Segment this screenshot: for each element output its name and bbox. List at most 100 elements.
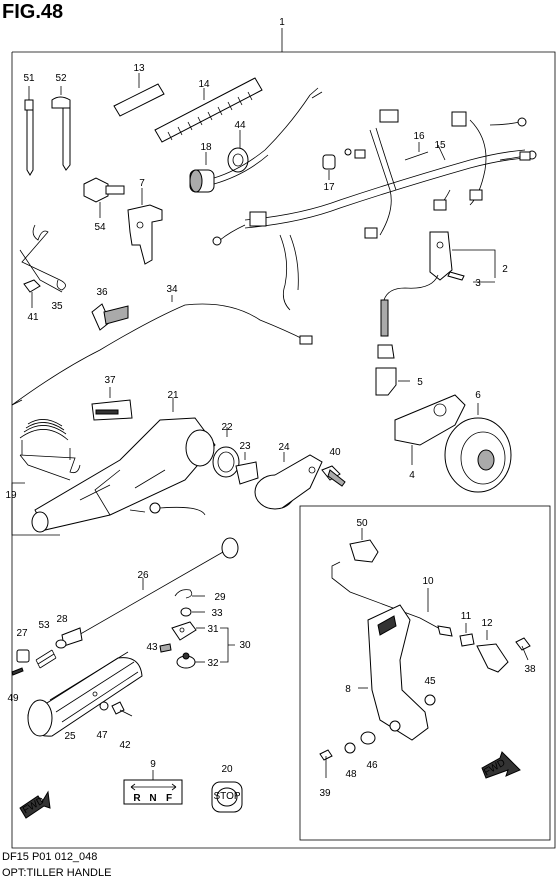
part-39-bolt bbox=[319, 749, 333, 778]
callout-53: 53 bbox=[38, 620, 50, 631]
callout-4: 4 bbox=[409, 470, 415, 481]
part-50-bracket bbox=[331, 528, 453, 637]
arrow-fwd-icon bbox=[19, 790, 51, 819]
callout-10: 10 bbox=[422, 576, 434, 587]
callout-42: 42 bbox=[119, 740, 131, 751]
part-36-screw bbox=[91, 303, 129, 331]
part-28-washer bbox=[55, 639, 67, 649]
part-41-screw bbox=[23, 279, 41, 308]
callout-35: 35 bbox=[51, 301, 63, 312]
part-31-plate bbox=[171, 621, 205, 641]
callout-31: 31 bbox=[207, 624, 219, 635]
callout-14: 14 bbox=[198, 79, 210, 90]
part-6-pulley bbox=[444, 403, 512, 493]
part-44-grommet bbox=[227, 130, 249, 173]
callout-48: 48 bbox=[345, 769, 357, 780]
part-21-tiller-handle bbox=[19, 398, 216, 533]
callout-29: 29 bbox=[214, 592, 226, 603]
part-9-shift-plate bbox=[123, 770, 183, 805]
callout-47: 47 bbox=[96, 730, 108, 741]
part-37-label bbox=[91, 387, 133, 421]
callout-45: 45 bbox=[424, 676, 436, 687]
callout-43: 43 bbox=[146, 642, 158, 653]
callout-39: 39 bbox=[319, 788, 331, 799]
callout-11: 11 bbox=[461, 611, 472, 622]
inset-box bbox=[299, 505, 551, 841]
callout-5: 5 bbox=[417, 377, 423, 388]
part-51-cable-tie bbox=[24, 86, 34, 176]
part-45-washer bbox=[424, 694, 436, 706]
footer-code: DF15 P01 012_048 bbox=[2, 851, 98, 863]
part-43-screw bbox=[159, 643, 172, 653]
part-12-link bbox=[476, 630, 509, 673]
part-33-washer bbox=[180, 607, 205, 617]
callout-17: 17 bbox=[323, 182, 335, 193]
part-35-spring-clip bbox=[19, 224, 66, 293]
part-19-spring bbox=[11, 419, 71, 536]
diagram-frame bbox=[11, 51, 556, 849]
callout-13: 13 bbox=[133, 63, 145, 74]
part-54-bolt bbox=[83, 177, 125, 218]
callout-54: 54 bbox=[94, 222, 106, 233]
callout-51: 51 bbox=[23, 73, 35, 84]
part-18-switch bbox=[189, 87, 323, 193]
callout-1: 1 bbox=[279, 17, 285, 28]
part-53-spring bbox=[35, 649, 57, 669]
callout-46: 46 bbox=[366, 760, 378, 771]
part-32-knob bbox=[176, 627, 235, 669]
part-22-ring bbox=[212, 427, 240, 478]
part-13-sleeve bbox=[113, 73, 165, 117]
callout-33: 33 bbox=[211, 608, 223, 619]
callout-21: 21 bbox=[167, 390, 179, 401]
callout-16: 16 bbox=[413, 131, 425, 142]
callout-37: 37 bbox=[104, 375, 116, 386]
callout-15: 15 bbox=[434, 140, 446, 151]
callout-27: 27 bbox=[16, 628, 28, 639]
part-24-grip-head bbox=[254, 452, 323, 510]
part-34-cable bbox=[11, 295, 313, 406]
callout-44: 44 bbox=[234, 120, 246, 131]
part-2-lever bbox=[380, 231, 496, 337]
callout-8: 8 bbox=[345, 684, 351, 695]
arrow-fwd-icon-inset bbox=[481, 751, 521, 779]
callout-18: 18 bbox=[200, 142, 212, 153]
part-40-bolt bbox=[321, 465, 346, 487]
part-47-washer bbox=[99, 701, 109, 711]
part-49-pin bbox=[11, 667, 24, 676]
footer-title: OPT:TILLER HANDLE bbox=[2, 867, 112, 879]
part-48-washer bbox=[344, 742, 356, 754]
callout-30: 30 bbox=[239, 640, 251, 651]
callout-52: 52 bbox=[55, 73, 67, 84]
part-8-bracket bbox=[358, 604, 429, 741]
callout-6: 6 bbox=[475, 390, 481, 401]
part-52-cable-tie bbox=[51, 86, 71, 171]
figure-title: FIG.48 bbox=[2, 1, 64, 23]
part-27-cap bbox=[16, 649, 30, 663]
part-20-stop-button bbox=[211, 781, 243, 813]
callout-19: 19 bbox=[5, 490, 17, 501]
callout-40: 40 bbox=[329, 447, 341, 458]
part-4-lever bbox=[394, 394, 466, 465]
callout-22: 22 bbox=[221, 422, 233, 433]
stop-marking: STOP bbox=[213, 791, 240, 802]
part-29-clip bbox=[174, 589, 205, 599]
callout-38: 38 bbox=[524, 664, 536, 675]
callout-24: 24 bbox=[278, 442, 290, 453]
callout-32: 32 bbox=[207, 658, 219, 669]
callout-28: 28 bbox=[56, 614, 68, 625]
shift-n-marking: N bbox=[149, 793, 156, 804]
part-5-link bbox=[375, 344, 410, 396]
callout-7: 7 bbox=[139, 178, 145, 189]
callout-2: 2 bbox=[502, 264, 508, 275]
callout-20: 20 bbox=[221, 764, 233, 775]
shift-f-marking: F bbox=[166, 793, 172, 804]
part-16-connector bbox=[404, 142, 429, 161]
part-46-washer bbox=[360, 731, 376, 745]
callout-41: 41 bbox=[27, 312, 39, 323]
callout-36: 36 bbox=[96, 287, 108, 298]
callout-49: 49 bbox=[7, 693, 19, 704]
callout-12: 12 bbox=[481, 618, 493, 629]
callout-50: 50 bbox=[356, 518, 368, 529]
part-42-screw bbox=[111, 701, 133, 717]
